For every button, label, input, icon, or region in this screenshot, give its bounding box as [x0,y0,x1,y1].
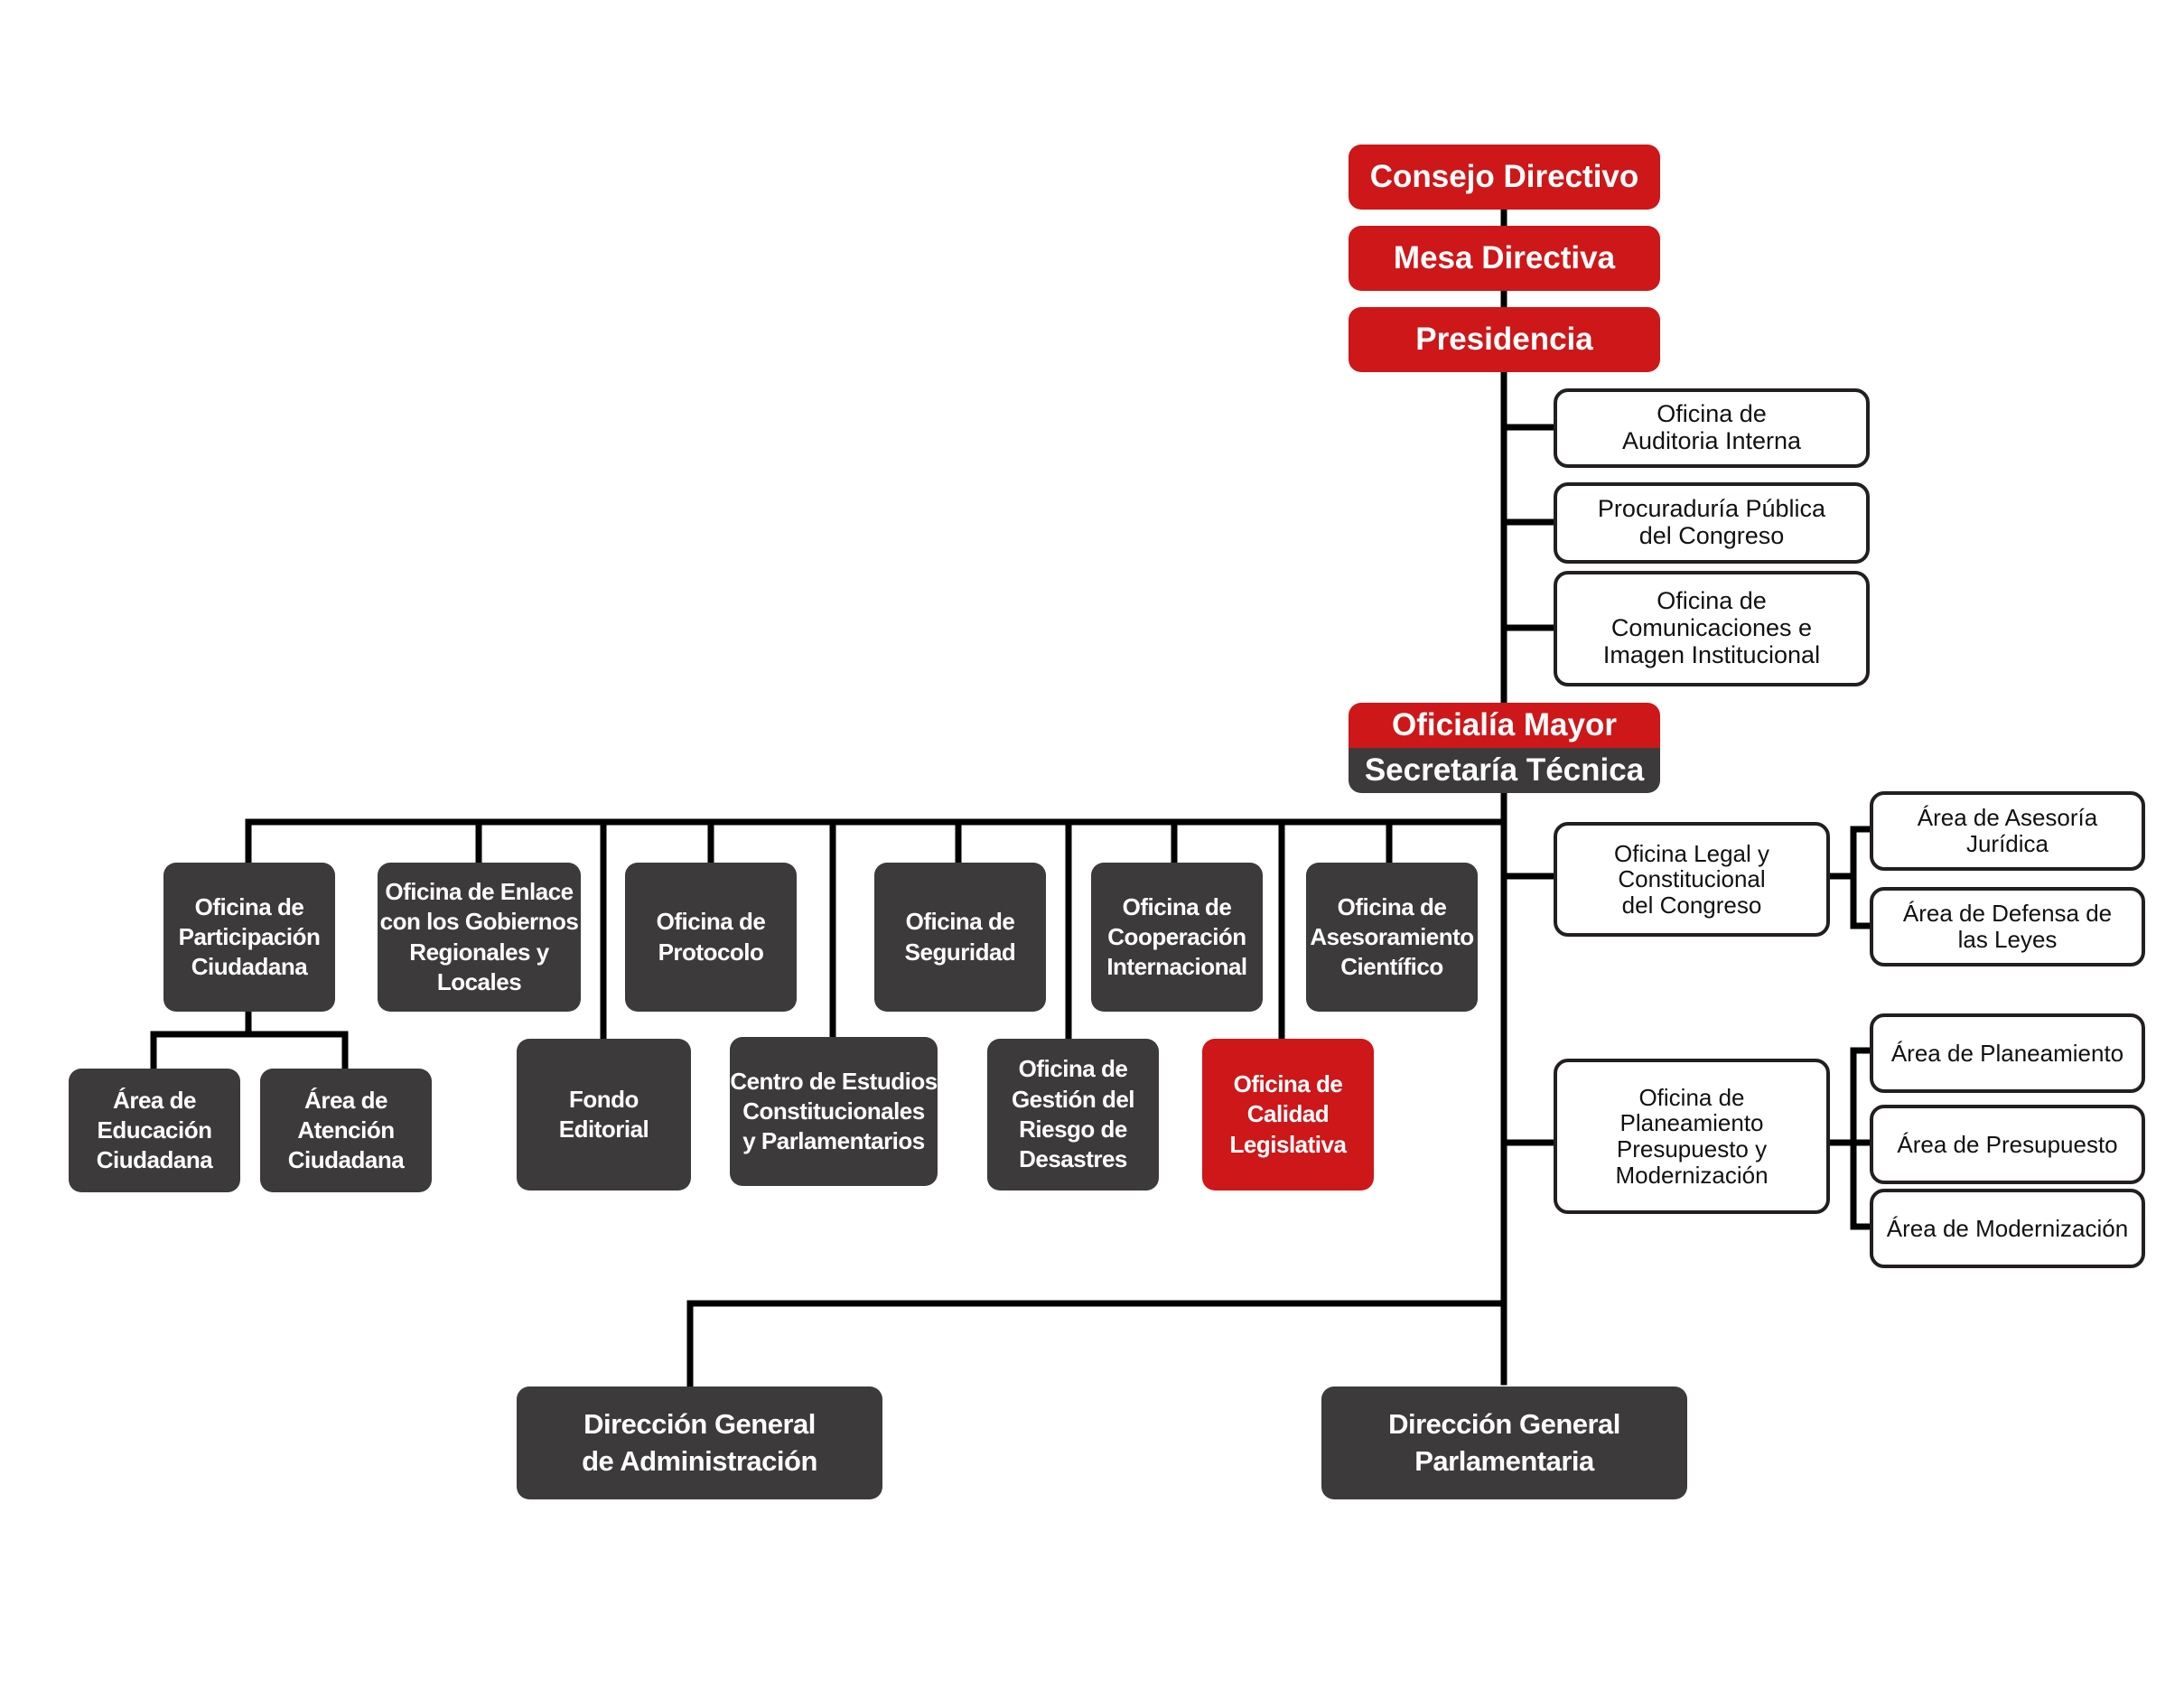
oficina-planeamiento-box: Oficina de Planeamiento Presupuesto y Mo… [1554,1059,1830,1214]
consejo-directivo-box: Consejo Directivo [1349,145,1660,210]
calidad-legislativa-box: Oficina de Calidad Legislativa [1202,1039,1374,1190]
oficialia-secretaria-box: Oficialía Mayor Secretaría Técnica [1349,703,1660,793]
oficialia-mayor-label: Oficialía Mayor [1349,703,1660,748]
area-presupuesto-box: Área de Presupuesto [1870,1105,2145,1184]
participacion-ciudadana-box: Oficina de Participación Ciudadana [163,863,335,1012]
oficina-legal-box: Oficina Legal y Constitucional del Congr… [1554,822,1830,937]
oficina-enlace-box: Oficina de Enlace con los Gobiernos Regi… [378,863,581,1012]
seguridad-box: Oficina de Seguridad [874,863,1046,1012]
atencion-ciudadana-box: Área de Atención Ciudadana [260,1069,432,1192]
secretaria-tecnica-label: Secretaría Técnica [1349,748,1660,793]
centro-estudios-box: Centro de Estudios Constitucionales y Pa… [730,1037,938,1186]
presidencia-box: Presidencia [1349,307,1660,372]
auditoria-interna-box: Oficina de Auditoria Interna [1554,388,1870,468]
comunicaciones-box: Oficina de Comunicaciones e Imagen Insti… [1554,571,1870,686]
protocolo-box: Oficina de Protocolo [625,863,797,1012]
direccion-parlamentaria-box: Dirección General Parlamentaria [1321,1387,1687,1499]
procuraduria-box: Procuraduría Pública del Congreso [1554,482,1870,564]
mesa-directiva-box: Mesa Directiva [1349,226,1660,291]
direccion-administracion-box: Dirección General de Administración [517,1387,882,1499]
area-modernizacion-box: Área de Modernización [1870,1189,2145,1268]
fondo-editorial-box: Fondo Editorial [517,1039,691,1190]
asesoramiento-cientifico-box: Oficina de Asesoramiento Científico [1306,863,1478,1012]
area-planeamiento-box: Área de Planeamiento [1870,1013,2145,1093]
defensa-leyes-box: Área de Defensa de las Leyes [1870,887,2145,966]
educacion-ciudadana-box: Área de Educación Ciudadana [69,1069,240,1192]
asesoria-juridica-box: Área de Asesoría Jurídica [1870,791,2145,871]
gestion-riesgo-box: Oficina de Gestión del Riesgo de Desastr… [987,1039,1159,1190]
cooperacion-internacional-box: Oficina de Cooperación Internacional [1091,863,1263,1012]
